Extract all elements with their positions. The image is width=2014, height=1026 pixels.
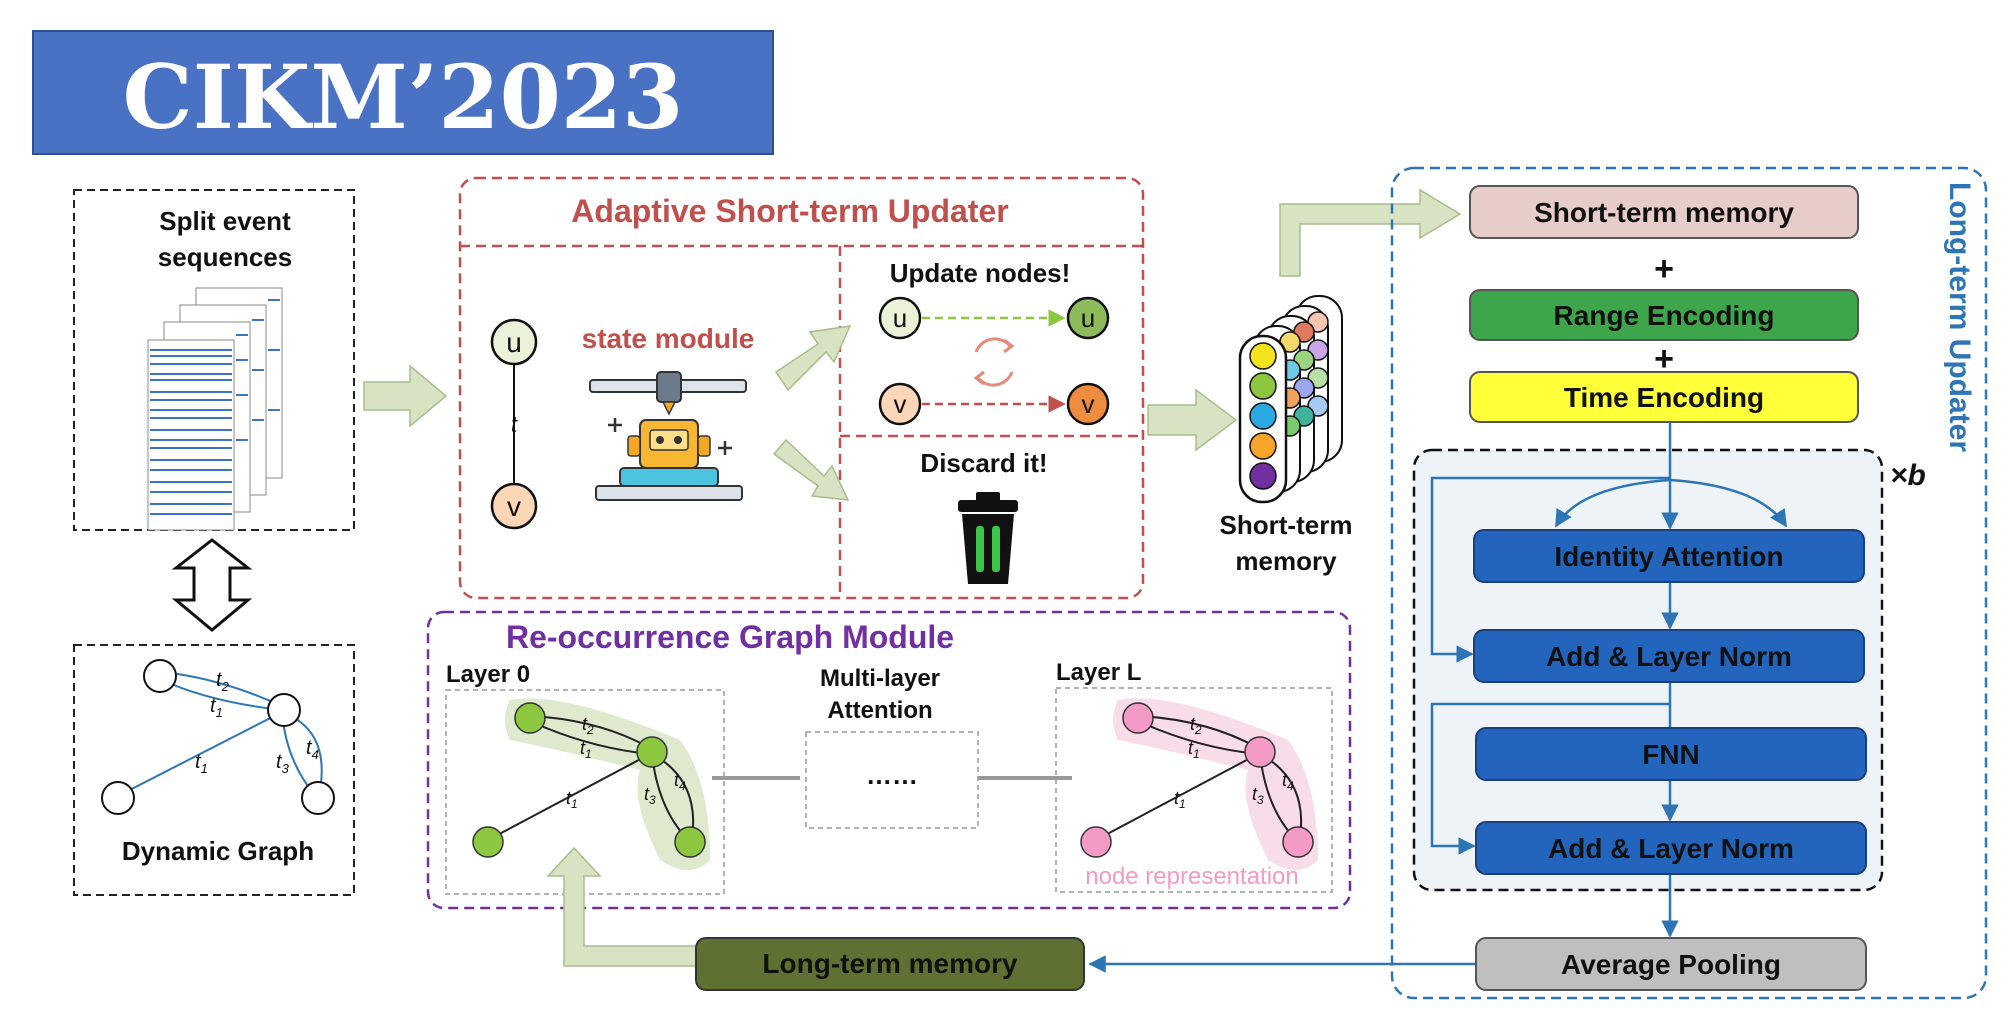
short-term-updater-title: Adaptive Short-term Updater — [571, 193, 1008, 229]
svg-text:t: t — [511, 412, 518, 437]
graph-node — [301, 781, 335, 815]
svg-text:v: v — [507, 491, 521, 522]
long-term-memory-box: Long-term memory — [695, 937, 1085, 991]
sequence-sheets-icon — [147, 287, 283, 531]
discard-it-label: Discard it! — [920, 448, 1047, 478]
adaptive-short-term-updater: Adaptive Short-term Updater u t v state … — [458, 176, 1145, 600]
svg-text:FNN: FNN — [1642, 739, 1700, 770]
flow-arrow-to-long-term-updater — [1279, 188, 1462, 277]
identity-attention-block — [1473, 529, 1865, 583]
svg-text:Time Encoding: Time Encoding — [1564, 382, 1764, 413]
svg-text:Long-term memory: Long-term memory — [762, 948, 1018, 979]
svg-text:t3: t3 — [276, 751, 290, 776]
svg-text:Short-term memory: Short-term memory — [1534, 197, 1794, 228]
svg-text:t4: t4 — [674, 770, 686, 793]
svg-text:t1: t1 — [195, 751, 208, 776]
memory-slot — [1249, 402, 1277, 430]
svg-text:t1: t1 — [1174, 788, 1186, 811]
time-encoding-block — [1469, 371, 1859, 423]
split-event-label-line1: Split event — [159, 206, 291, 236]
svg-text:t2: t2 — [1190, 714, 1202, 737]
svg-text:t1: t1 — [580, 738, 592, 761]
bidirectional-arrow — [171, 538, 253, 632]
memory-slot — [1249, 342, 1277, 370]
svg-text:t2: t2 — [216, 669, 230, 694]
short-term-memory-block — [1469, 185, 1859, 239]
memory-slot — [1249, 462, 1277, 490]
node-u — [490, 318, 538, 366]
header-banner: CIKM’2023 — [32, 30, 774, 155]
graph-node — [267, 693, 301, 727]
svg-text:u: u — [506, 327, 522, 358]
flow-arrow-into-updater — [363, 364, 448, 428]
svg-text:Add & Layer Norm: Add & Layer Norm — [1546, 641, 1792, 672]
svg-text:t1: t1 — [210, 695, 223, 720]
memory-slot — [1249, 372, 1277, 400]
range-encoding-block — [1469, 289, 1859, 341]
svg-text:u: u — [1081, 303, 1095, 333]
state-module-robot-icon — [589, 371, 747, 501]
svg-text:v: v — [1082, 389, 1095, 419]
reoccurrence-title: Re-occurrence Graph Module — [506, 619, 954, 655]
updated-node-v — [1066, 382, 1110, 426]
flow-arrow-to-update — [774, 325, 852, 392]
svg-text:t3: t3 — [644, 784, 656, 807]
memory-slot — [1249, 432, 1277, 460]
multi-layer-attention-box — [805, 731, 979, 829]
flow-arrow-long-term-to-graph — [546, 846, 697, 967]
updated-node-u — [1066, 296, 1110, 340]
svg-text:v: v — [894, 389, 907, 419]
svg-text:Identity Attention: Identity Attention — [1554, 541, 1783, 572]
svg-text:t4: t4 — [306, 737, 319, 762]
svg-text:t4: t4 — [1282, 770, 1294, 793]
svg-text:t2: t2 — [582, 714, 594, 737]
state-module-label: state module — [582, 323, 755, 354]
multi-layer-label-line2: Attention — [827, 697, 932, 724]
dynamic-graph-label: Dynamic Graph — [122, 836, 314, 866]
repeat-label: ×b — [1890, 459, 1926, 492]
short-term-memory-label-line2: memory — [1235, 546, 1337, 576]
svg-text:……: …… — [866, 760, 918, 790]
layerL-label: Layer L — [1056, 659, 1141, 686]
add-layer-norm-block-1 — [1473, 629, 1865, 683]
svg-text:+: + — [1654, 340, 1674, 378]
short-term-memory-label-line1: Short-term — [1220, 510, 1353, 540]
flow-arrow-to-discard — [772, 438, 850, 501]
average-pooling-block — [1475, 937, 1867, 991]
svg-text:Range Encoding: Range Encoding — [1554, 300, 1775, 331]
graph-node — [143, 659, 177, 693]
svg-text:t3: t3 — [1252, 784, 1264, 807]
reoccurrence-graph-module: Re-occurrence Graph Module Layer 0 Layer… — [426, 610, 1352, 910]
long-term-updater: Long-term Updater Short-term memory + Ra… — [1088, 166, 1988, 1000]
refresh-icon — [973, 337, 1015, 387]
update-nodes-label: Update nodes! — [890, 258, 1071, 288]
graph-node — [101, 781, 135, 815]
dynamic-graph-panel: t2 t1 t1 t3 t4 Dynamic Graph — [73, 644, 355, 896]
multi-layer-label-line1: Multi-layer — [820, 665, 940, 692]
node-v — [490, 482, 538, 530]
svg-text:t1: t1 — [1188, 738, 1200, 761]
svg-text:u: u — [893, 303, 907, 333]
conference-title: CIKM’2023 — [123, 45, 684, 149]
long-term-updater-title: Long-term Updater — [1943, 182, 1976, 452]
node-representation-label: node representation — [1085, 863, 1299, 890]
short-term-memory-stack: Short-term memory — [1220, 295, 1353, 576]
split-event-label-line2: sequences — [158, 242, 292, 272]
layer0-graph: t2 t1 t1 t3 t4 — [445, 689, 725, 895]
trash-icon — [958, 492, 1018, 584]
add-layer-norm-block-2 — [1475, 821, 1867, 875]
fnn-block — [1475, 727, 1867, 781]
svg-text:+: + — [1654, 250, 1674, 288]
svg-text:t1: t1 — [566, 788, 578, 811]
split-event-sequences-panel: Split event sequences — [73, 189, 355, 531]
svg-text:Average Pooling: Average Pooling — [1561, 949, 1781, 980]
flow-arrow-to-short-term-memory — [1147, 388, 1238, 452]
svg-text:Add & Layer Norm: Add & Layer Norm — [1548, 833, 1794, 864]
layerL-graph: t2 t1 t1 t3 t4 node representation — [1055, 687, 1333, 893]
layer0-label: Layer 0 — [446, 661, 530, 688]
